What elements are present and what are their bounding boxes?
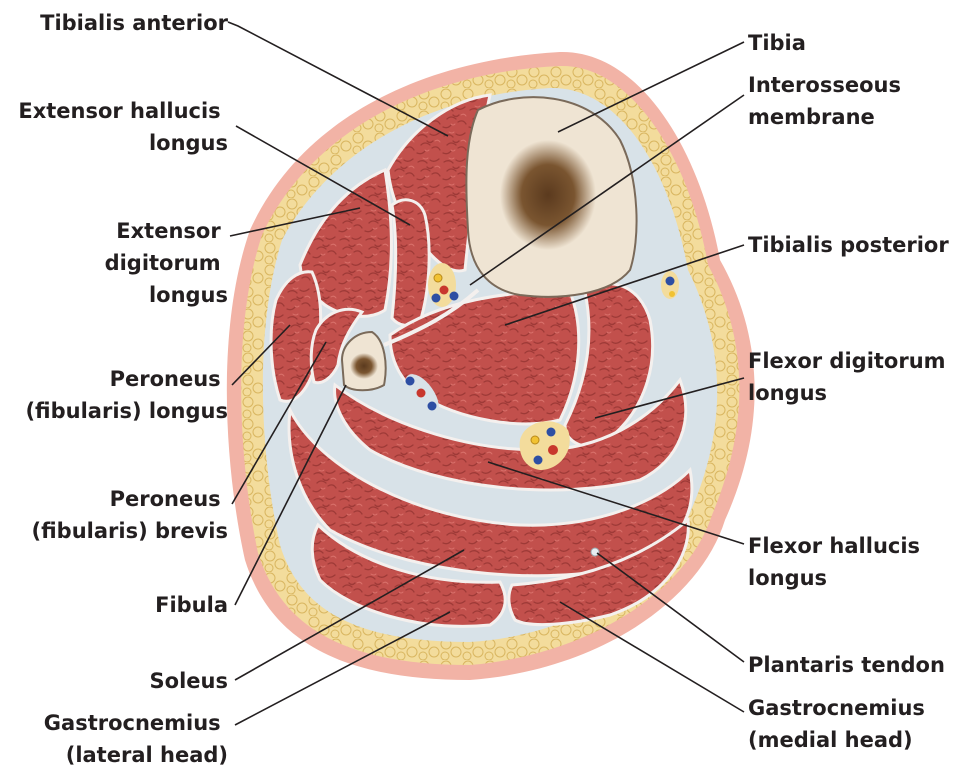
label-gastrocnemius-lateral-head: Gastrocnemius (lateral head): [44, 711, 228, 767]
fibula-marrow: [350, 353, 378, 379]
label-fibula: Fibula: [155, 593, 228, 617]
label-flexor-digitorum-longus: Flexor digitorum longus: [748, 349, 953, 405]
label-extensor-digitorum-longus: Extensor digitorum longus: [105, 219, 228, 307]
label-peroneus-longus: Peroneus (fibularis) longus: [25, 367, 228, 423]
label-tibialis-posterior: Tibialis posterior: [748, 233, 949, 257]
label-tibialis-anterior: Tibialis anterior: [40, 11, 229, 35]
saphenous-vein-bundle: [661, 271, 679, 299]
label-soleus: Soleus: [150, 669, 228, 693]
label-flexor-hallucis-longus: Flexor hallucis longus: [748, 534, 927, 590]
label-extensor-hallucis-longus: Extensor hallucis longus: [18, 99, 228, 155]
label-peroneus-brevis: Peroneus (fibularis) brevis: [32, 487, 229, 543]
plantaris-tendon: [591, 548, 599, 556]
label-plantaris-tendon: Plantaris tendon: [748, 653, 945, 677]
label-tibia: Tibia: [748, 31, 806, 55]
tibia-marrow: [500, 140, 596, 250]
label-interosseous-membrane: Interosseous membrane: [748, 73, 908, 129]
label-gastrocnemius-medial-head: Gastrocnemius (medial head): [748, 696, 932, 752]
